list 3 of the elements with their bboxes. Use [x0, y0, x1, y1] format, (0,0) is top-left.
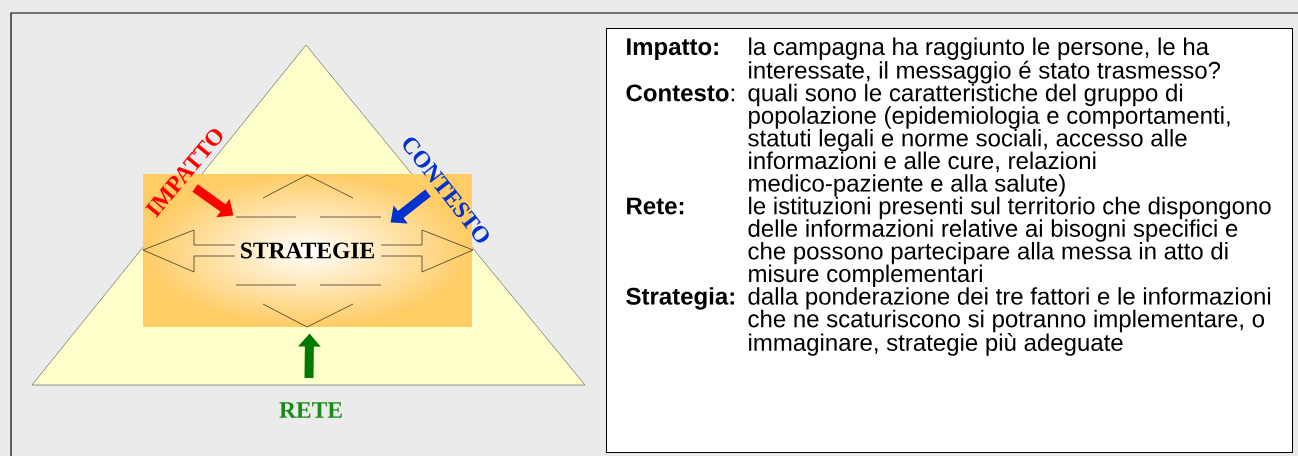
arrow: [390, 189, 431, 224]
text-panel: Impatto: la campagna ha raggiunto le persone, le ha interessate, il messaggio é stato trasmesso? Contesto: quali sono le caratteristiche del gruppo di popolazione (epidemiologia e comportamenti, statuti legali e norme sociali, accesso alle informazioni e alle cure, relazioni medico-paziente e alla salute) Rete: le istituzioni presenti sul territorio che dispongono delle informazioni relative ai bisogni specifici e che possono partecipare alla messa in atto di misure complementari Strategia: dalla ponderazione dei tre fattori e le informazioni che ne scaturiscono si potranno implementare, o immaginare, strategie più adeguate: [606, 28, 1293, 453]
base-label: RETE: [279, 402, 342, 418]
